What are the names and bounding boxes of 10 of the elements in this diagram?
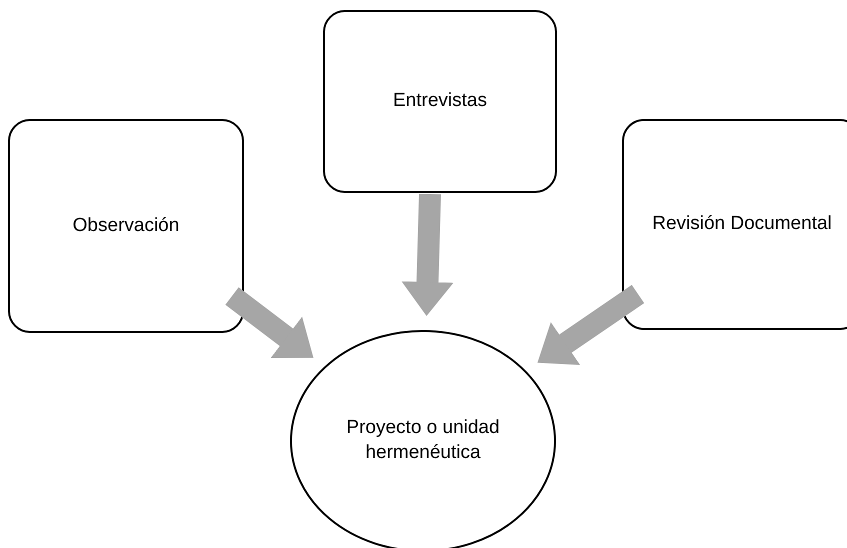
node-label: Entrevistas [393, 89, 487, 114]
node-label: Revisión Documental [652, 212, 832, 236]
block-arrow [402, 194, 454, 316]
block-arrow [225, 287, 314, 358]
rounded-box [323, 10, 557, 193]
rounded-box [622, 119, 847, 330]
rounded-box [8, 119, 244, 333]
block-arrow [537, 284, 644, 366]
node-label: Observación [72, 214, 180, 238]
node-label: Proyecto o unidad hermenéutica [345, 416, 501, 465]
